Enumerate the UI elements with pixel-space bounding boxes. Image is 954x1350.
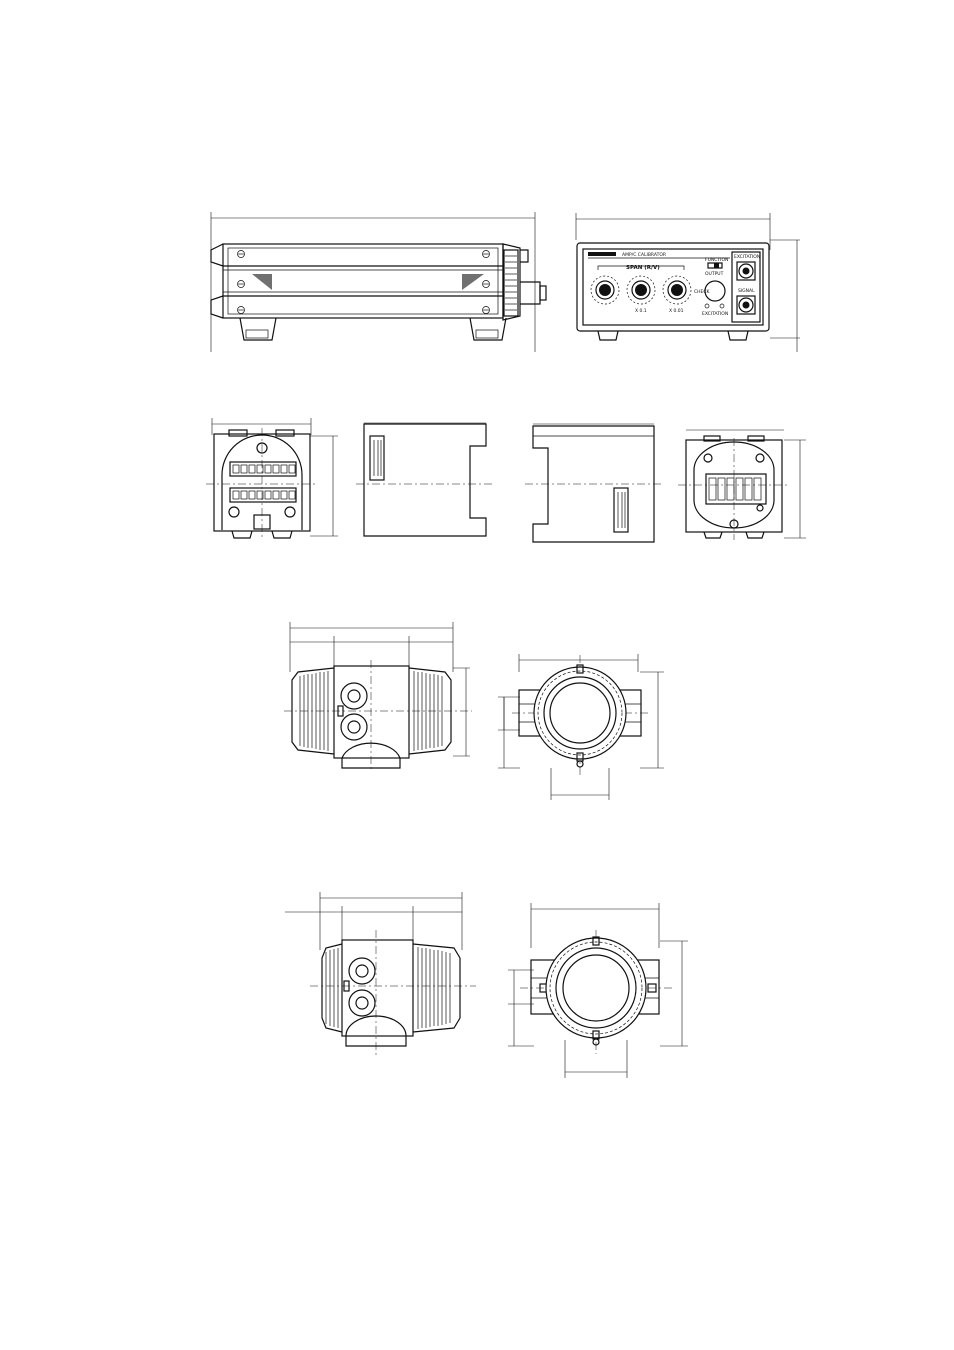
fins-left (300, 671, 328, 751)
span-dial-2: X 0.1 (627, 276, 655, 314)
span-dial-3: X 0.01 (663, 276, 691, 314)
terminal-box-side-mirror (525, 424, 662, 542)
terminal-box-side-label (356, 423, 494, 536)
transducer-side-view-a (284, 622, 472, 772)
x001-label: X 0.01 (669, 308, 684, 314)
check-label: CHECK (694, 289, 711, 295)
transducer-side-view-b (285, 892, 476, 1056)
excitation-connector-label: EXCITATION (734, 254, 760, 260)
terminal-box-front-left (206, 418, 338, 540)
transducer-end-view-b (508, 903, 688, 1078)
panel-title: AMP/C CALIBRATOR (622, 252, 666, 258)
side-vents (252, 274, 484, 290)
terminal-strip-lower (230, 488, 296, 502)
transducer-end-view-a (498, 654, 664, 800)
function-label: FUNCTION (705, 257, 728, 263)
x01-label: X 0.1 (635, 308, 647, 314)
side-screws (238, 251, 490, 314)
terminal-box-front-right (678, 430, 806, 540)
fins-left-b (326, 948, 338, 1028)
side-feet (240, 318, 506, 340)
calibrator-front-view: AMP/C CALIBRATOR EXCITATION SIGNAL SPAN … (576, 213, 800, 352)
terminal-block (706, 474, 766, 504)
terminal-strip-upper (230, 462, 296, 476)
excitation-lamp-label: EXCITATION (702, 311, 728, 317)
output-label: OUTPUT (705, 271, 724, 277)
span-label: SPAN (R/V) (626, 265, 660, 271)
calibrator-side-view (211, 212, 546, 352)
signal-connector-label: SIGNAL (738, 288, 755, 294)
span-dial-1 (591, 276, 619, 304)
fins-right-b (418, 947, 450, 1029)
